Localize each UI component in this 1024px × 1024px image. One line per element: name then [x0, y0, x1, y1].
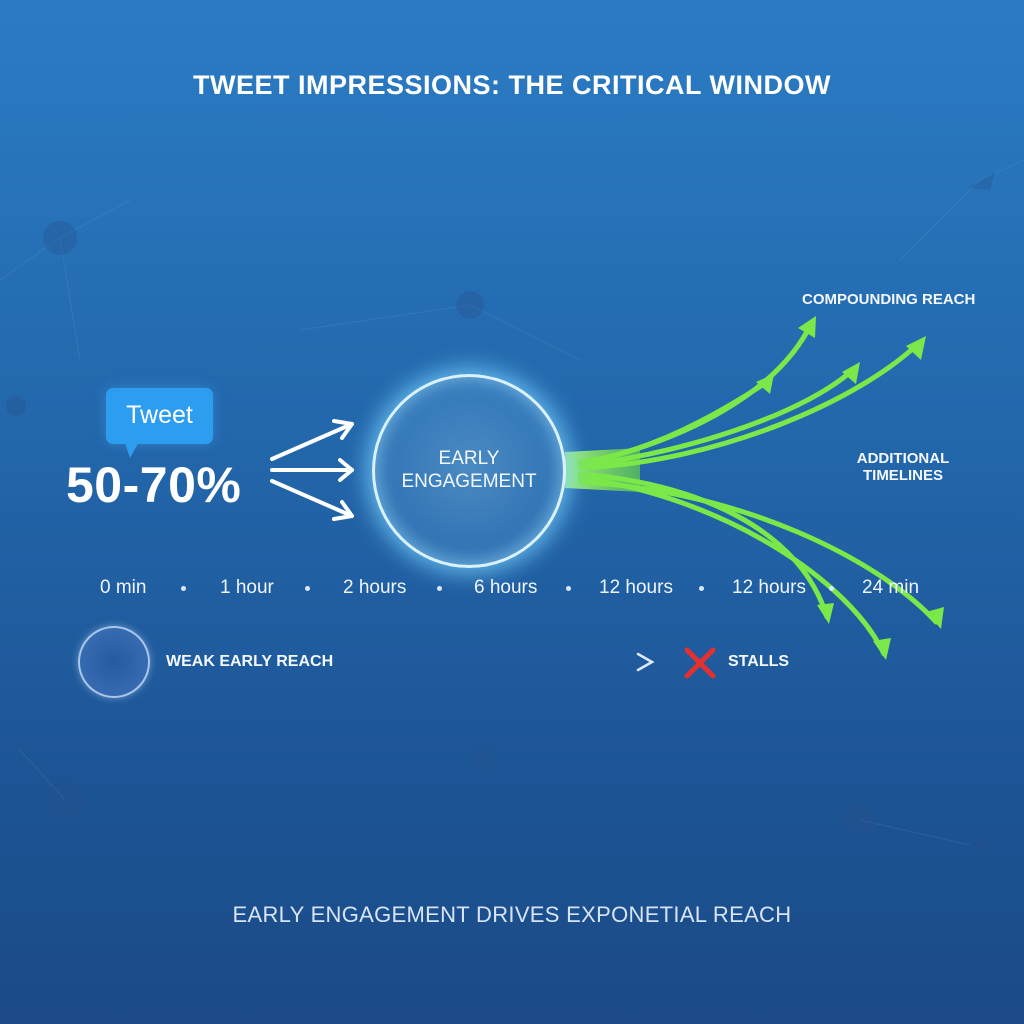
arrowhead-icon — [817, 603, 834, 624]
arrow-right-icon — [636, 652, 655, 672]
tweet-bubble: Tweet — [106, 388, 213, 458]
timeline-dot — [829, 586, 834, 591]
weak-early-reach-label: WEAK EARLY REACH — [166, 653, 334, 670]
early-engagement-circle: EARLY ENGAGEMENT — [372, 374, 566, 568]
growth-curve-2 — [577, 319, 815, 467]
arrowhead-icon — [798, 316, 816, 338]
growth-curve-4 — [577, 339, 923, 471]
growth-curve-7 — [577, 479, 939, 625]
timeline-dot — [699, 586, 704, 591]
additional-line-2: TIMELINES — [862, 467, 943, 484]
arrow-down-icon — [270, 479, 354, 521]
timeline-label: 1 hour — [220, 577, 274, 598]
timeline-label: 12 hours — [732, 577, 806, 598]
weak-reach-circle — [78, 626, 150, 698]
arrow-right-icon — [270, 458, 354, 482]
timeline-dot — [437, 586, 442, 591]
stalls-label: STALLS — [728, 653, 790, 670]
additional-timelines-label: ADDITIONAL TIMELINES — [848, 450, 958, 484]
timeline-label: 2 hours — [343, 577, 407, 598]
timeline-dot — [305, 586, 310, 591]
percent-label: 50-70% — [66, 457, 242, 513]
timeline-label: 0 min — [100, 577, 147, 598]
additional-line-1: ADDITIONAL — [856, 450, 950, 467]
timeline-dot — [566, 586, 571, 591]
tweet-label: Tweet — [126, 401, 193, 429]
hub-line-2: ENGAGEMENT — [401, 471, 537, 492]
timeline-label: 24 min — [862, 577, 920, 598]
arrowhead-icon — [926, 607, 944, 629]
timeline-label: 6 hours — [474, 577, 538, 598]
arrowhead-icon — [906, 336, 926, 360]
early-engagement-label: EARLY ENGAGEMENT — [375, 447, 563, 493]
close-icon — [684, 647, 716, 679]
growth-curve-5 — [577, 471, 830, 620]
arrowhead-icon — [873, 638, 891, 660]
subtitle: EARLY ENGAGEMENT DRIVES EXPONETIAL REACH — [232, 902, 792, 927]
timeline-label: 12 hours — [599, 577, 673, 598]
arrowhead-icon — [842, 362, 860, 384]
growth-curve-3 — [577, 365, 858, 469]
arrow-up-icon — [270, 419, 354, 461]
arrowhead-icon — [756, 374, 774, 394]
page-title: TWEET IMPRESSIONS: THE CRITICAL WINDOW — [193, 70, 831, 100]
timeline-dot — [181, 586, 186, 591]
compounding-reach-label: COMPOUNDING REACH — [802, 291, 976, 308]
hub-line-1: EARLY — [438, 448, 500, 469]
